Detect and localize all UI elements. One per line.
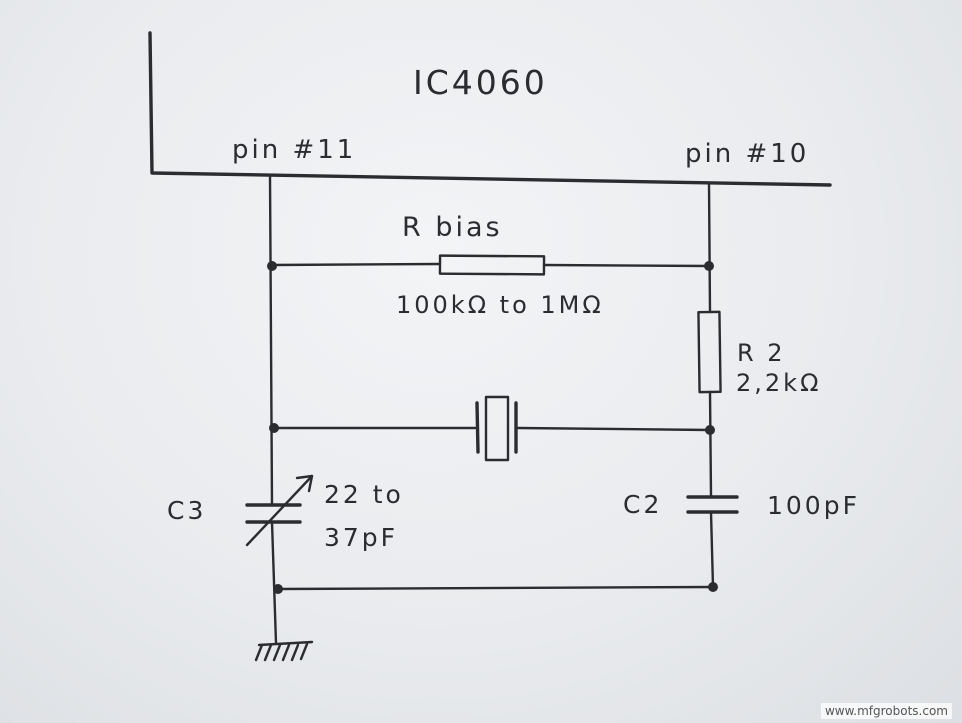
c2-name-label: C2 [623, 490, 662, 519]
pin-10-label: pin #10 [685, 139, 809, 169]
junction-dot [708, 582, 718, 592]
c3-variable-capacitor [245, 474, 314, 547]
junction-dot [273, 584, 283, 594]
crystal-oscillator [272, 395, 712, 462]
c2-value-label: 100pF [767, 491, 860, 520]
watermark-text: www.mfgrobots.com [820, 703, 952, 719]
ground-icon [254, 640, 314, 662]
c3-value-line1: 22 to [324, 480, 404, 509]
r2-name-label: R 2 [737, 339, 786, 367]
right-rail-wire [707, 181, 715, 589]
c3-name-label: C3 [167, 496, 206, 525]
pin-11-label: pin #11 [232, 135, 356, 165]
ic-name-label: IC4060 [413, 63, 548, 102]
r-bias-resistor [270, 254, 711, 276]
left-rail-wire [268, 173, 278, 645]
junction-dot [267, 261, 277, 271]
ic-outline [148, 31, 832, 187]
bottom-wire [274, 585, 715, 591]
c3-value-line2: 37pF [324, 523, 398, 552]
junction-dot [704, 261, 714, 271]
r-bias-name-label: R bias [402, 212, 503, 243]
junction-dot [269, 423, 279, 433]
junction-dot [705, 425, 715, 435]
r-bias-value-label: 100kΩ to 1MΩ [396, 291, 604, 319]
c2-capacitor [686, 495, 739, 514]
r2-resistor [697, 310, 722, 394]
junction-dots [267, 261, 718, 594]
r2-value-label: 2,2kΩ [736, 369, 821, 397]
